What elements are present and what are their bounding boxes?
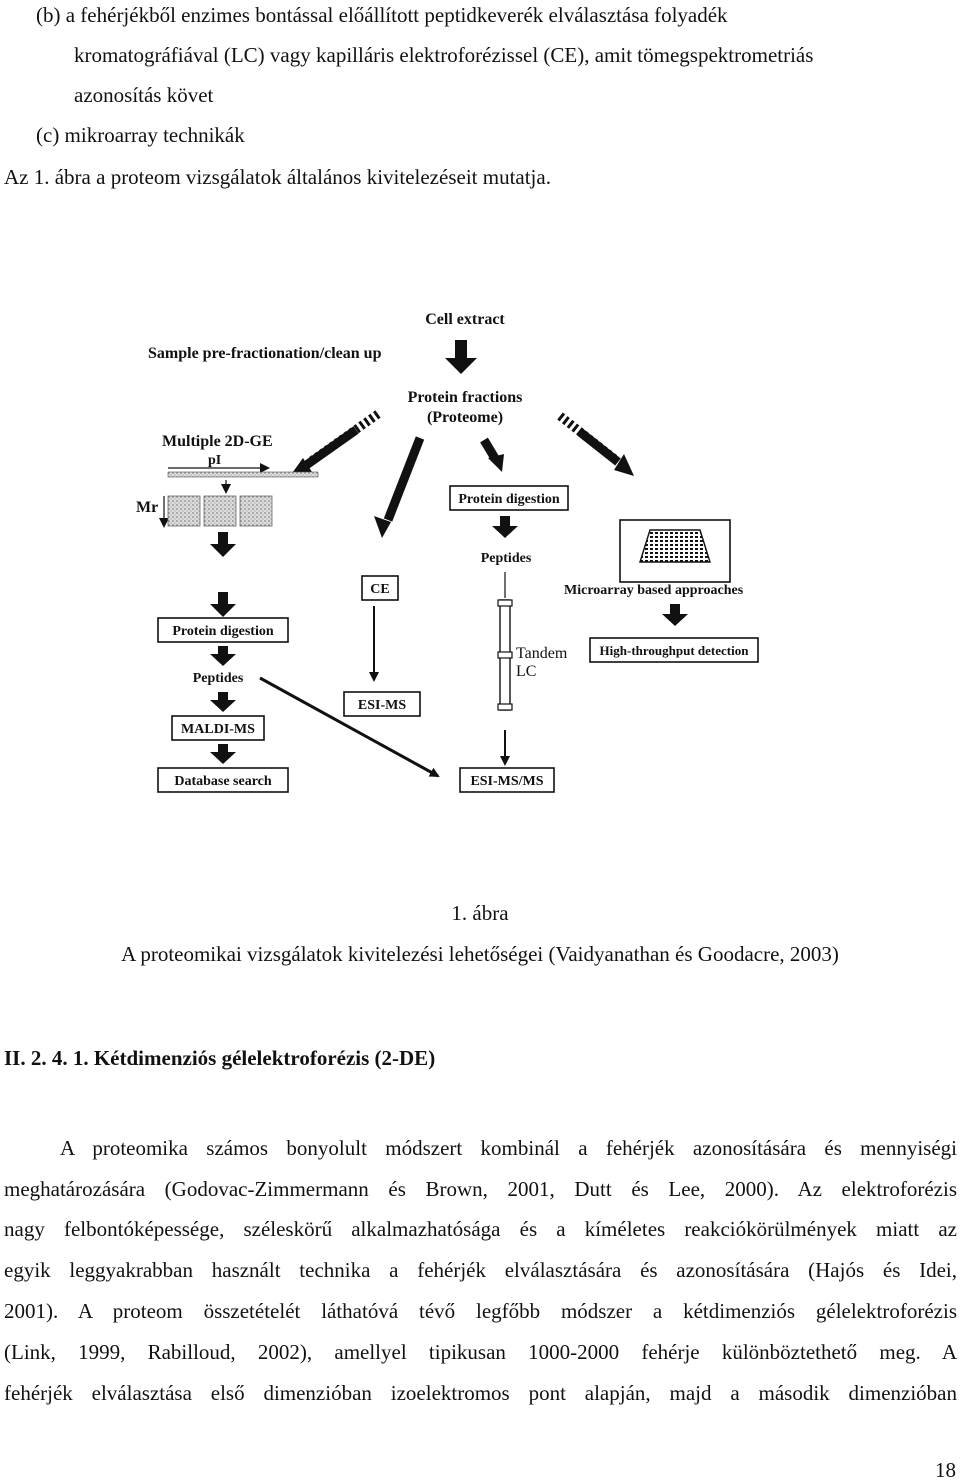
high-throughput-box xyxy=(589,637,759,663)
microarray-down-arrow xyxy=(662,604,688,626)
high-throughput-label: High-throughput detection xyxy=(600,643,750,658)
peptides-left-label: Peptides xyxy=(193,671,244,686)
esi-ms-label: ESI-MS xyxy=(358,698,406,713)
esi-ms-ms-label: ESI-MS/MS xyxy=(470,774,543,789)
lc-label: LC xyxy=(516,663,536,680)
ipg-strips xyxy=(167,471,319,478)
to-digestion-arrow xyxy=(210,592,236,617)
multiple-2dge-label: Multiple 2D-GE xyxy=(162,433,273,450)
paragraph-line-7: fehérjék elválasztása első dimenzióban i… xyxy=(4,1381,957,1405)
tandem-label: Tandem xyxy=(516,645,568,662)
intro-item-b-line2: kromatográfiával (LC) vagy kapilláris el… xyxy=(74,43,814,67)
lc-column-mid-cap xyxy=(497,651,513,659)
cell-extract-down-arrow xyxy=(445,340,477,374)
pi-label: pI xyxy=(208,453,221,468)
peptides-mid-label: Peptides xyxy=(481,551,532,566)
cell-extract-label: Cell extract xyxy=(425,311,505,328)
arrow-to-microarray xyxy=(557,412,634,476)
intro-item-b-line1: (b) a fehérjékből enzimes bontással előá… xyxy=(36,3,728,27)
to-database-arrow xyxy=(210,744,236,764)
to-peptides-mid-arrow xyxy=(492,516,518,538)
esi-ms-ms-box xyxy=(459,767,555,793)
maldi-ms-box xyxy=(171,715,265,741)
arrow-to-2dge xyxy=(290,410,381,476)
pre-fractionation-label: Sample pre-fractionation/clean up xyxy=(148,345,382,362)
paragraph-line-1: A proteomika számos bonyolult módszert k… xyxy=(60,1136,957,1160)
protein-fractions-label: Protein fractions xyxy=(408,389,523,406)
lc-column-top-cap xyxy=(497,599,513,607)
figure-caption-number: 1. ábra xyxy=(451,901,509,925)
paragraph-line-2: meghatározására (Godovac-Zimmermann és B… xyxy=(4,1177,957,1201)
proteome-label: (Proteome) xyxy=(427,409,503,426)
figure-caption: A proteomikai vizsgálatok kivitelezési l… xyxy=(121,942,839,966)
peptides-to-esimsms-arrow xyxy=(259,676,440,778)
gel-image-3 xyxy=(239,495,273,527)
microarray-chip-icon xyxy=(639,529,711,563)
page-number: 18 xyxy=(935,1458,956,1482)
ce-box xyxy=(361,575,399,601)
protein-digestion-left-box xyxy=(157,617,289,643)
arrow-to-protein-digestion xyxy=(480,437,504,472)
protein-digestion-mid-label: Protein digestion xyxy=(458,492,559,507)
protein-digestion-mid-box xyxy=(449,485,569,511)
lc-column-bottom-cap xyxy=(497,703,513,711)
to-peptides-left-arrow xyxy=(210,646,236,666)
ce-label: CE xyxy=(370,582,389,597)
database-search-box xyxy=(157,767,289,793)
paragraph-line-3: nagy felbontóképessége, széleskörű alkal… xyxy=(4,1217,957,1241)
gel-image-1 xyxy=(167,495,201,527)
figure-reference-text: Az 1. ábra a proteom vizsgálatok általán… xyxy=(4,165,551,189)
paragraph-line-6: (Link, 1999, Rabilloud, 2002), amellyel … xyxy=(4,1340,957,1364)
mr-label: Mr xyxy=(136,499,158,516)
to-maldi-arrow xyxy=(210,692,236,712)
section-heading: II. 2. 4. 1. Kétdimenziós gélelektroforé… xyxy=(4,1046,436,1070)
gel-down-arrow xyxy=(210,532,236,557)
proteomics-workflow-diagram: Cell extract Sample pre-fractionation/cl… xyxy=(136,311,759,793)
paragraph-line-4: egyik leggyakrabban használt technika a … xyxy=(4,1258,957,1282)
arrow-to-ce xyxy=(374,436,425,538)
paragraph-line-5: 2001). A proteom összetételét láthatóvá … xyxy=(4,1299,957,1323)
intro-item-b-line3: azonosítás követ xyxy=(74,83,214,107)
microarray-label: Microarray based approaches xyxy=(564,583,744,598)
protein-digestion-left-label: Protein digestion xyxy=(172,624,273,639)
database-search-label: Database search xyxy=(174,774,272,789)
gel-image-2 xyxy=(203,495,237,527)
maldi-ms-label: MALDI-MS xyxy=(181,722,255,737)
intro-item-c: (c) mikroarray technikák xyxy=(36,123,245,147)
esi-ms-box xyxy=(343,691,421,717)
